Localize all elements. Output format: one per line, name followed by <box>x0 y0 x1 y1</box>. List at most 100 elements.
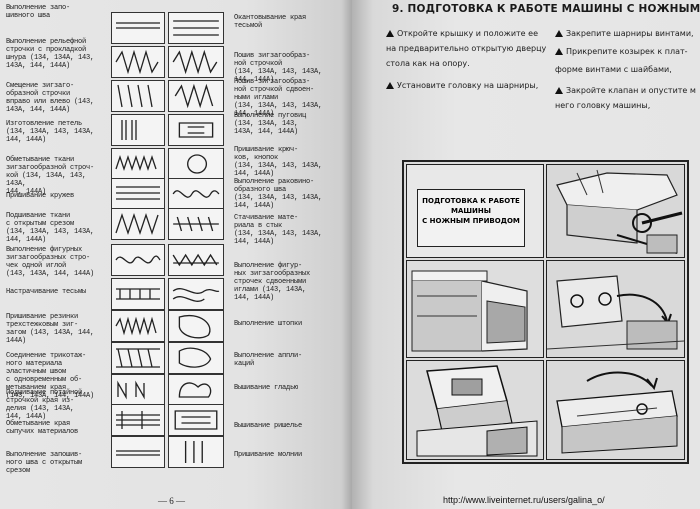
stitch-sample-cell-right <box>168 114 224 146</box>
stitch-sample-cell-right <box>168 208 224 240</box>
stitch-label-left: Настрачивание тесьмы <box>6 288 87 296</box>
stitch-label-right: Пришивание молнии <box>234 451 303 459</box>
stitch-pattern-drawing <box>173 216 219 232</box>
hinge-screw-drawing <box>547 165 684 257</box>
stitch-pattern-drawing <box>172 49 218 75</box>
stitch-sample-cell-left <box>111 80 165 112</box>
step-1: Откройте крышку и положите ее <box>386 26 538 41</box>
stitch-label-right: Выполнение штопки <box>234 320 303 328</box>
stitch-pattern-drawing <box>116 450 160 456</box>
stitch-pattern-drawing <box>178 347 212 368</box>
step-2: Установите головку на шарниры, <box>386 78 538 93</box>
stitch-sample-cell-left <box>111 178 165 210</box>
stitch-pattern-drawing <box>115 255 161 264</box>
stitch-sample-cell-right <box>168 46 224 78</box>
step-4-cont: форме винтами с шайбами, <box>555 65 672 74</box>
section-title: 9. ПОДГОТОВКА К РАБОТЕ МАШИНЫ С НОЖНЫМ П… <box>392 3 700 15</box>
stitch-pattern-drawing <box>187 154 208 174</box>
stitch-pattern-drawing <box>116 348 160 368</box>
stitch-sample-cell-right <box>168 80 224 112</box>
bracket-mount-drawing <box>547 261 684 357</box>
stitch-sample-cell-left <box>111 12 165 44</box>
stitch-label-left: Пришивание кружев <box>6 192 75 200</box>
stitch-pattern-drawing <box>178 382 212 398</box>
stitch-pattern-drawing <box>115 154 157 172</box>
stitch-pattern-drawing <box>174 410 218 430</box>
stitch-pattern-drawing <box>117 84 153 108</box>
stitch-pattern-drawing <box>178 314 211 339</box>
stitch-sample-cell-right <box>168 278 224 310</box>
stitch-sample-cell-left <box>111 310 165 342</box>
stitch-label-right: Вышивание ришелье <box>234 422 303 430</box>
illustration-caption: ПОДГОТОВКА К РАБОТЕ МАШИНЫ С НОЖНЫМ ПРИВ… <box>417 189 525 247</box>
stitch-pattern-drawing <box>174 83 214 109</box>
stitch-label-left: Пришивание резинки трехстежковым зиг- за… <box>6 313 95 345</box>
step-1-cont: на предварительно открытую дверцу <box>386 44 547 53</box>
stitch-sample-cell-left <box>111 148 165 180</box>
stitch-sample-cell-right <box>168 342 224 374</box>
stitch-pattern-drawing <box>115 49 159 75</box>
lowering-head-drawing <box>547 361 684 459</box>
stitch-pattern-drawing <box>117 380 145 400</box>
triangle-bullet-icon <box>555 87 563 94</box>
stitch-sample-cell-right <box>168 310 224 342</box>
table-door-panel <box>406 260 544 358</box>
stitch-label-left: Выполнение запошив- ного шва с открытым … <box>6 451 83 475</box>
stitch-pattern-drawing <box>121 120 137 140</box>
stitch-pattern-drawing <box>172 190 220 198</box>
stitch-label-right: Окантовывание края тесьмой <box>234 14 307 30</box>
stitch-pattern-drawing <box>116 22 160 29</box>
stitch-label-left: Выполнение запо- шивного шва <box>6 4 71 20</box>
stitch-pattern-drawing <box>116 186 160 200</box>
stitch-label-right: Выполнение раковино- образного шва (134,… <box>234 178 323 210</box>
stitch-label-left: Подшивание ткани с открытым срезом (134,… <box>6 212 95 244</box>
table-open-door-drawing <box>407 261 543 357</box>
stitch-sample-cell-left <box>111 404 165 436</box>
triangle-bullet-icon <box>555 30 563 37</box>
stitch-label-right: Выполнение фигур- ных зигзагообразных ст… <box>234 262 311 302</box>
stitch-sample-cell-right <box>168 148 224 180</box>
left-page-number: — 6 — <box>158 496 185 506</box>
step-3: Закрепите шарниры винтами, <box>555 26 700 41</box>
stitch-sample-cell-right <box>168 404 224 436</box>
stitch-label-right: Выполнение аппли- каций <box>234 352 303 368</box>
stitch-pattern-drawing <box>178 122 214 138</box>
stitch-pattern-drawing <box>173 20 219 36</box>
stitch-pattern-drawing <box>115 212 159 236</box>
stitch-pattern-drawing <box>172 253 219 267</box>
stitch-label-right: Пришивание крюч- ков, кнопок (134, 134А,… <box>234 146 323 178</box>
step-5-cont: него головку машины, <box>555 101 651 110</box>
stitch-label-left: Смещение зигзаго- образной строчки вправ… <box>6 82 95 114</box>
stitch-sample-cell-left <box>111 278 165 310</box>
stitch-sample-cell-left <box>111 208 165 240</box>
stitch-label-right: Выполнение пуговиц (134, 134А, 143, 143А… <box>234 112 307 136</box>
stitch-label-right: Стачивание мате- риала в стык (134, 134А… <box>234 214 323 246</box>
illustration-panel-caption: ПОДГОТОВКА К РАБОТЕ МАШИНЫ С НОЖНЫМ ПРИВ… <box>406 164 544 258</box>
triangle-bullet-icon <box>386 30 394 37</box>
stitch-sample-cell-right <box>168 436 224 468</box>
stitch-sample-cell-left <box>111 244 165 276</box>
stitch-sample-cell-right <box>168 12 224 44</box>
stitch-label-right: Пошив зигзагообраз- ной строчкой сдвоен-… <box>234 78 323 118</box>
stitch-sample-cell-left <box>111 436 165 468</box>
step-5: Закройте клапан и опустите м <box>555 83 700 98</box>
stitch-sample-cell-left <box>111 46 165 78</box>
stitch-label-left: Обметывание края сыпучих материалов <box>6 420 79 436</box>
machine-head-panel <box>406 360 544 460</box>
stitch-pattern-drawing <box>116 288 160 300</box>
stitch-label-right: Вышивание гладью <box>234 384 299 392</box>
step-1-cont2: стола как на опору. <box>386 59 470 68</box>
stitch-label-left: Соединение трикотаж- ного материала элас… <box>6 352 95 400</box>
stitch-label-right: Пошив зигзагообраз- ной строчкой (134, 1… <box>234 52 323 84</box>
machine-setup-illustration: ПОДГОТОВКА К РАБОТЕ МАШИНЫ С НОЖНЫМ ПРИВ… <box>402 160 689 464</box>
bracket-detail-panel <box>546 260 685 358</box>
stitch-sample-cell-left <box>111 374 165 406</box>
stitch-pattern-drawing <box>184 441 203 463</box>
stitch-label-left: Выполнение рельефной строчки с прокладко… <box>6 38 95 70</box>
stitch-pattern-drawing <box>172 288 220 302</box>
stitch-pattern-drawing <box>115 316 157 336</box>
stitch-pattern-drawing <box>116 411 160 429</box>
lowering-head-panel <box>546 360 685 460</box>
